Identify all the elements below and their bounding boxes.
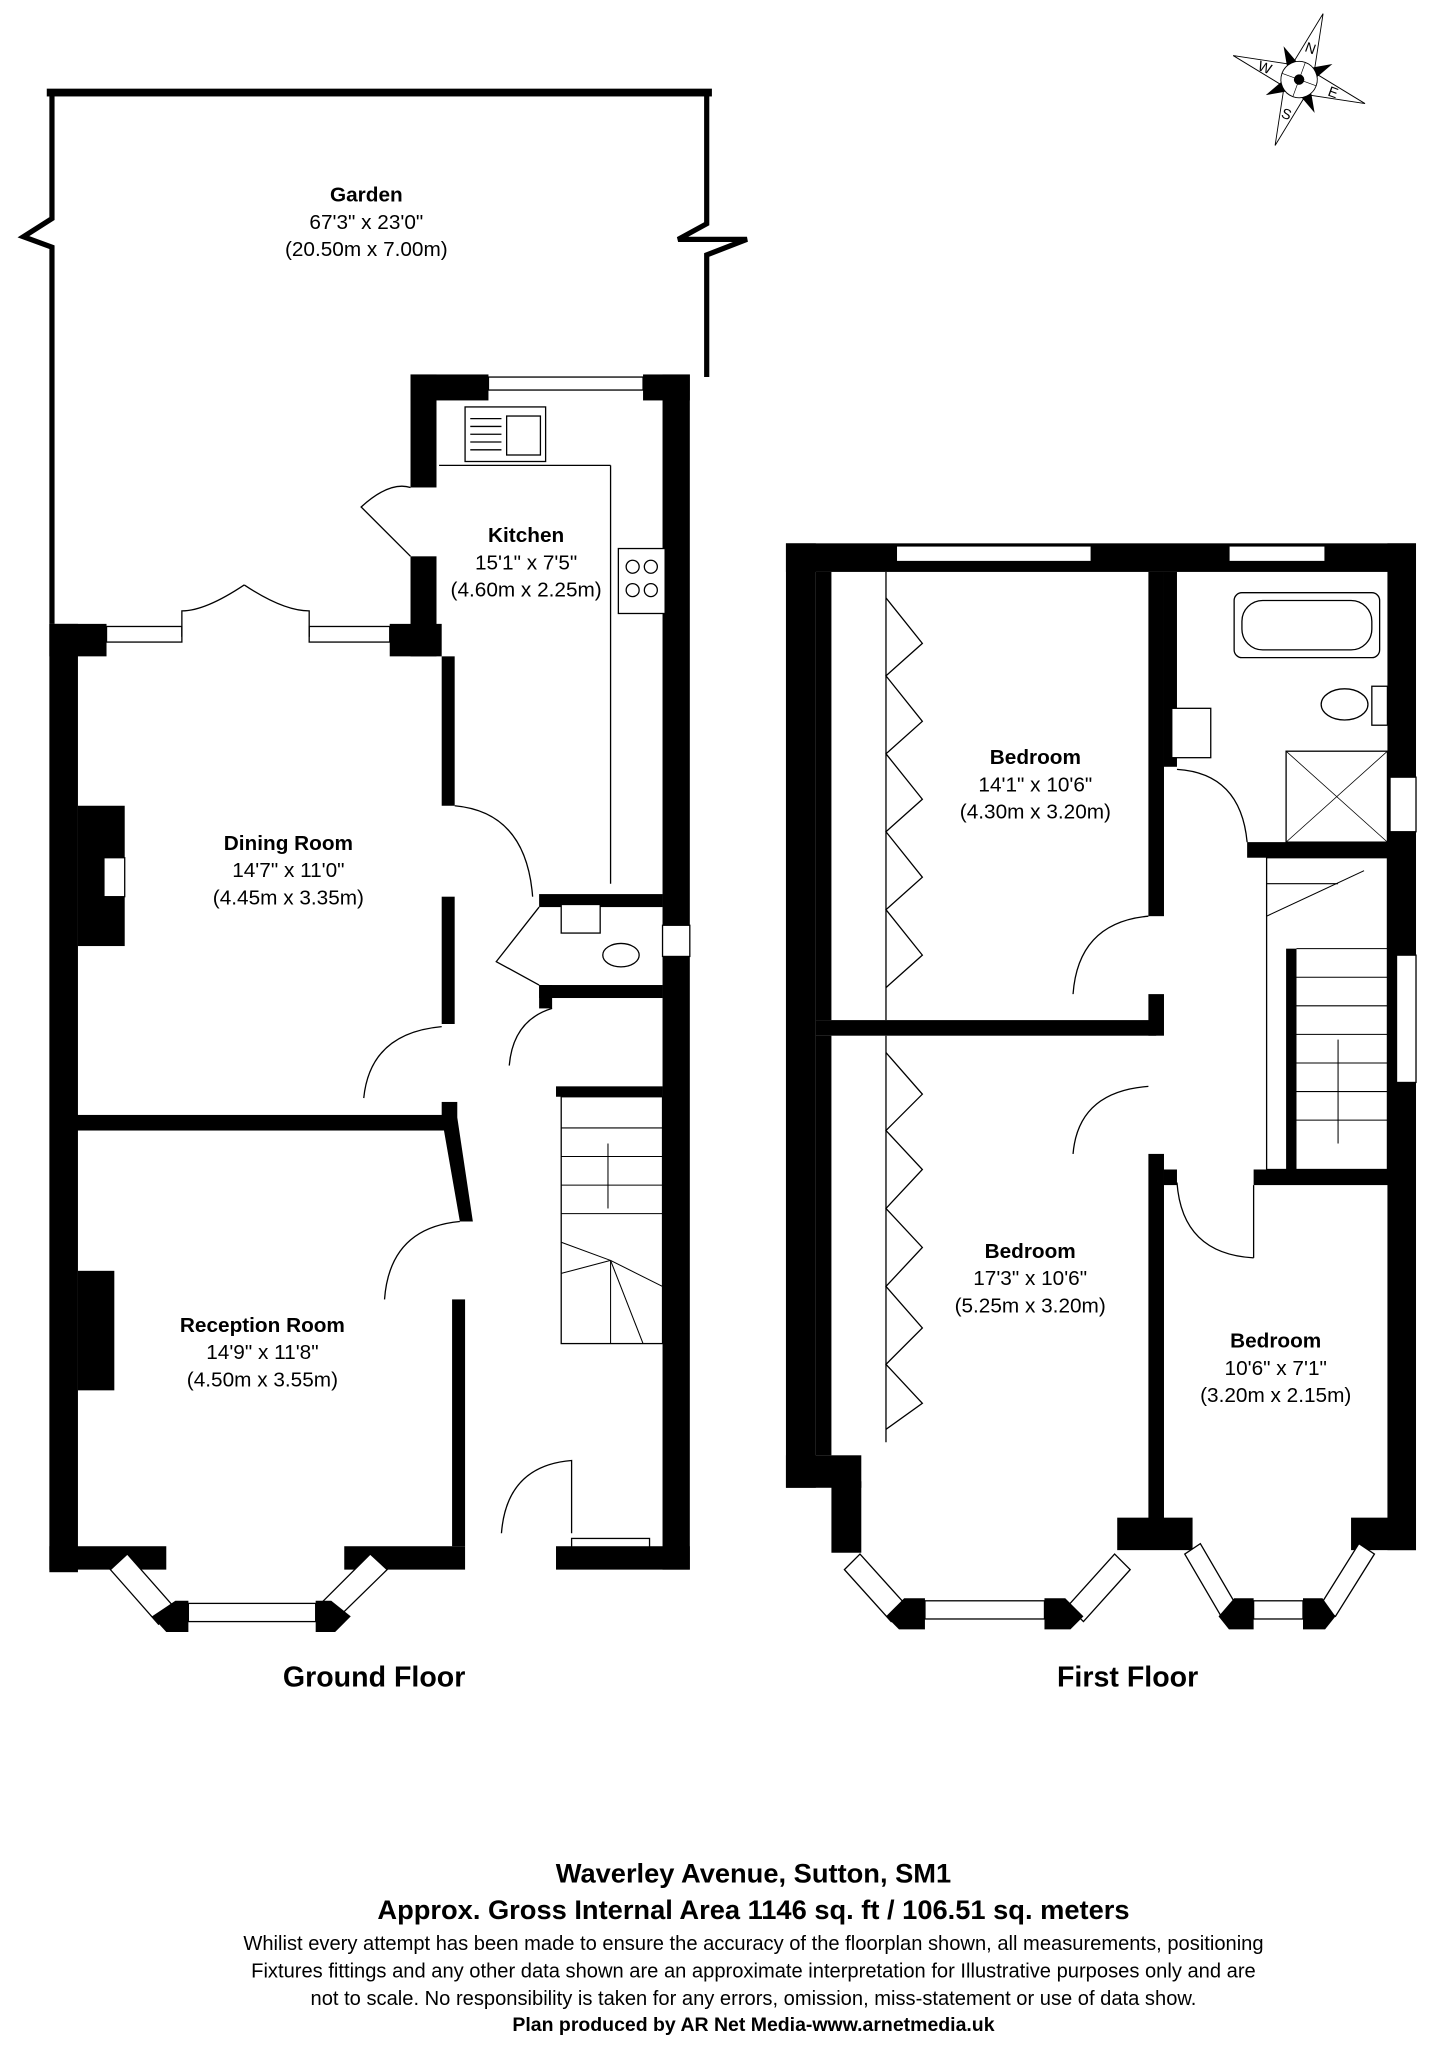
room-metric: (4.60m x 2.25m) <box>451 579 602 602</box>
disclaimer-line-2: Fixtures fittings and any other data sho… <box>251 1961 1256 1983</box>
room-label-bedroom-3: Bedroom 10'6" x 7'1" (3.20m x 2.15m) <box>1200 1329 1351 1407</box>
gross-area: Approx. Gross Internal Area 1146 sq. ft … <box>377 1894 1129 1925</box>
room-name: Bedroom <box>990 746 1081 769</box>
room-label-garden: Garden 67'3" x 23'0" (20.50m x 7.00m) <box>285 184 448 262</box>
room-imperial: 14'1" x 10'6" <box>978 773 1092 796</box>
room-name: Dining Room <box>224 832 353 855</box>
ground-floor-plan: Garden 67'3" x 23'0" (20.50m x 7.00m) Ki… <box>17 88 748 1694</box>
compass-icon: N E S W <box>1232 13 1366 146</box>
disclaimer-line-3: not to scale. No responsibility is taken… <box>311 1988 1197 2010</box>
room-label-dining-room: Dining Room 14'7" x 11'0" (4.45m x 3.35m… <box>213 832 364 910</box>
room-imperial: 17'3" x 10'6" <box>973 1267 1087 1290</box>
room-imperial: 14'7" x 11'0" <box>232 859 344 882</box>
room-name: Bedroom <box>985 1240 1076 1263</box>
compass-w: W <box>1255 58 1274 78</box>
room-metric: (20.50m x 7.00m) <box>285 238 448 261</box>
room-imperial: 10'6" x 7'1" <box>1225 1357 1327 1380</box>
room-name: Reception Room <box>180 1314 345 1337</box>
room-metric: (4.50m x 3.55m) <box>187 1368 338 1391</box>
address: Waverley Avenue, Sutton, SM1 <box>556 1858 951 1889</box>
disclaimer-line-1: Whilist every attempt has been made to e… <box>243 1933 1263 1955</box>
room-name: Bedroom <box>1230 1329 1321 1352</box>
room-label-bedroom-2: Bedroom 17'3" x 10'6" (5.25m x 3.20m) <box>955 1240 1106 1318</box>
room-imperial: 14'9" x 11'8" <box>206 1341 318 1364</box>
room-name: Garden <box>330 184 403 207</box>
room-name: Kitchen <box>488 524 564 547</box>
compass-n: N <box>1303 40 1318 59</box>
footer: Waverley Avenue, Sutton, SM1 Approx. Gro… <box>243 1858 1263 2036</box>
room-label-bedroom-1: Bedroom 14'1" x 10'6" (4.30m x 3.20m) <box>960 746 1111 824</box>
room-metric: (5.25m x 3.20m) <box>955 1294 1106 1317</box>
room-metric: (3.20m x 2.15m) <box>1200 1384 1351 1407</box>
first-floor-title: First Floor <box>1057 1662 1198 1694</box>
room-metric: (4.30m x 3.20m) <box>960 801 1111 824</box>
room-imperial: 67'3" x 23'0" <box>309 211 423 234</box>
first-floor-plan: Bedroom 14'1" x 10'6" (4.30m x 3.20m) Be… <box>785 543 1417 1694</box>
room-imperial: 15'1" x 7'5" <box>475 551 577 574</box>
room-metric: (4.45m x 3.35m) <box>213 886 364 909</box>
room-label-reception-room: Reception Room 14'9" x 11'8" (4.50m x 3.… <box>180 1314 345 1392</box>
ground-floor-title: Ground Floor <box>283 1662 465 1694</box>
room-label-kitchen: Kitchen 15'1" x 7'5" (4.60m x 2.25m) <box>451 524 602 602</box>
credit: Plan produced by AR Net Media-www.arnetm… <box>512 2014 994 2036</box>
garden-boundary <box>17 88 748 624</box>
